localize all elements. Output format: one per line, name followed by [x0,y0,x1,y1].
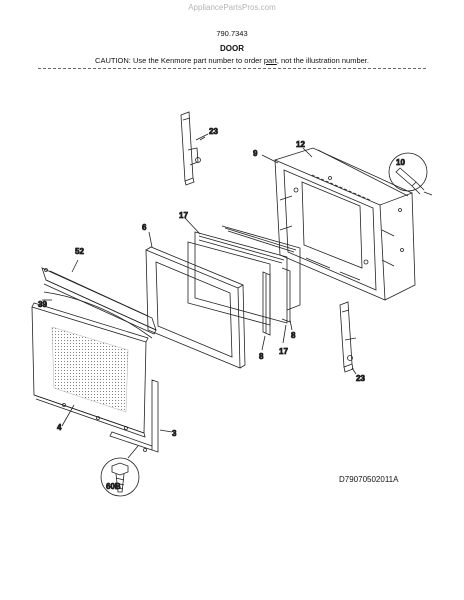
callout-glass-inner: 17 [279,347,288,356]
handle-part [41,267,157,335]
leader-handle [71,259,79,273]
outer-glass-part [194,231,288,324]
caution-text-start: CAUTION: Use the Kenmore part number to … [95,56,264,65]
callout-liner: 12 [296,140,305,149]
leader-spacer-bottom [261,335,266,351]
door-frame-part [145,246,246,369]
callout-handle: 52 [75,247,84,256]
leader-spacer-right [289,319,293,331]
leader-hinge-bottom [351,367,357,375]
model-number: 790.7343 [216,29,248,38]
leader-frame [148,231,153,248]
caution-part-link[interactable]: part [263,56,277,65]
inner-door-panel-part [274,147,416,301]
leader-inner-panel [261,154,279,164]
leader-hinge-top [195,133,209,141]
callout-spacer-right: 8 [291,331,296,340]
callout-outer-door: 4 [57,423,62,432]
callout-glass-outer: 17 [179,211,188,220]
side-trim-part [109,379,159,453]
spacer-parts [262,267,291,336]
leader-glass-outer [184,217,201,235]
callout-screw-bottom: 60B [106,482,121,491]
handle-trim-part [43,291,153,339]
screw-callout-bottom [100,457,140,497]
leader-screw-bottom [127,445,139,459]
leader-screw-top [423,191,433,196]
bottom-hinge-part [339,301,357,373]
top-hinge-part [180,111,206,186]
callout-hinge-bottom: 23 [356,374,365,383]
outer-door-part [31,302,149,438]
leader-liner [302,147,313,158]
callout-frame: 6 [142,223,147,232]
callout-screw-top: 10 [396,158,405,167]
leader-side-trim [159,429,173,433]
leader-outer-door [61,404,75,427]
caution-note: CAUTION: Use the Kenmore part number to … [0,56,464,65]
diagram-number: D79070502011A [339,475,399,484]
callout-inner-panel: 9 [253,149,258,158]
callout-hinge-top: 23 [209,127,218,136]
leader-glass-inner [282,324,287,344]
callout-handle-trim: 39 [38,300,47,309]
section-title: DOOR [220,44,244,53]
screw-callout-top [388,152,428,195]
caution-text-end: , not the illustration number. [276,56,369,65]
separator-rule [38,68,426,69]
callout-spacer-bottom: 8 [259,352,264,361]
watermark: AppliancePartsPros.com [188,3,276,12]
callout-side-trim: 3 [172,429,177,438]
